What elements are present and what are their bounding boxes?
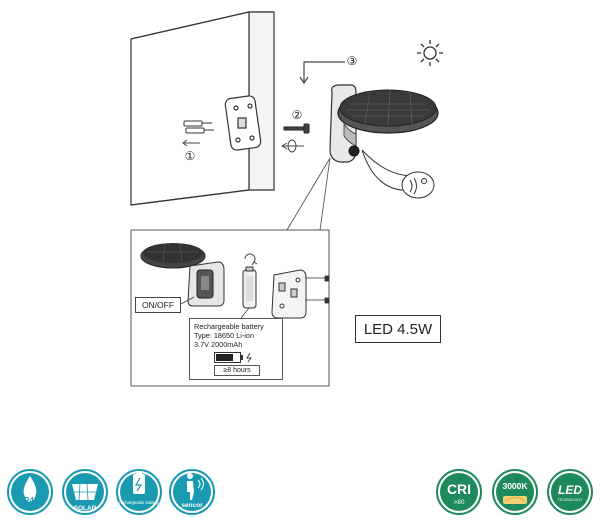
- cri-label: CRI: [447, 481, 471, 497]
- sun-icon: [417, 40, 443, 66]
- detail-leader-lines: [286, 157, 331, 231]
- rotate-arrow-icon: [281, 139, 304, 153]
- cri-icon: [436, 469, 482, 515]
- arrow-left-icon: [182, 139, 200, 147]
- on-off-switch-label: ON/OFF: [135, 297, 181, 313]
- screw-icon: [283, 123, 310, 134]
- led-technology-label: LED: [558, 483, 582, 497]
- battery-type: Type: 18650 Li-ion: [194, 331, 255, 340]
- screws-icon: [305, 275, 330, 304]
- led-technology-sublabel: TECHNOLOGY: [557, 498, 583, 502]
- page-title: LED 4.5W: [355, 315, 441, 343]
- motion-detection-icon: [361, 149, 435, 199]
- battery-label: rechargeable battery: [119, 500, 159, 505]
- ip44-label: IP44: [22, 496, 39, 505]
- solar-label: SOLAR: [74, 505, 97, 512]
- ip44-icon: [7, 469, 53, 515]
- sensor-label: sencor: [181, 502, 203, 509]
- battery-heading: Rechargeable battery: [194, 322, 264, 331]
- wall-plugs-icon: [183, 120, 214, 134]
- battery-spec: 3.7V 2000mAh: [194, 340, 243, 349]
- mounting-plate-icon: [224, 95, 262, 151]
- cri-value: >80: [453, 499, 464, 506]
- motion-sensor-icon: [169, 469, 215, 515]
- battery-cell-icon: [237, 266, 257, 323]
- battery-runtime: ≥8 hours: [214, 365, 260, 376]
- step-2-label: ②: [292, 108, 303, 122]
- color-temperature-icon: [492, 469, 538, 515]
- color-temperature-label: 3000K: [502, 481, 528, 491]
- battery-icon: [116, 469, 162, 515]
- step-3-label: ③: [347, 54, 358, 68]
- step3-arrow-icon: [299, 61, 345, 85]
- charging-battery-icon: [214, 352, 252, 363]
- back-plate-illustration: [271, 269, 307, 319]
- lamp-detail-illustration: [140, 243, 225, 307]
- led-technology-icon: [547, 469, 593, 515]
- solar-panel-icon: [62, 469, 108, 515]
- solar-lamp-illustration: [329, 84, 439, 163]
- step-1-label: ①: [185, 149, 196, 163]
- battery-info-box: Rechargeable battery Type: 18650 Li-ion …: [189, 318, 283, 380]
- refresh-icon: [244, 253, 258, 266]
